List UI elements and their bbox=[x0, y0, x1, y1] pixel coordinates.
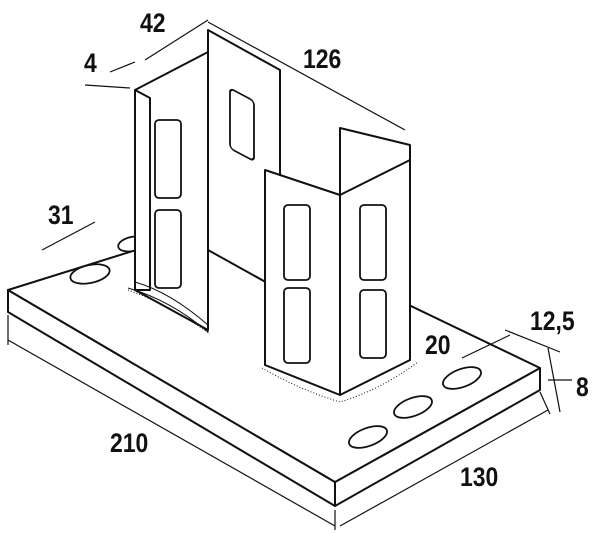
dimension-lines bbox=[7, 19, 572, 530]
dim-hole-diameter: 12,5 bbox=[530, 306, 575, 336]
left-channel-upright bbox=[127, 29, 281, 335]
right-channel-upright bbox=[261, 127, 419, 403]
dim-hole-offset: 31 bbox=[48, 200, 74, 230]
dim-plate-thickness: 8 bbox=[576, 372, 589, 402]
dim-channel-width: 42 bbox=[140, 8, 166, 38]
dim-wall-thickness: 4 bbox=[84, 48, 97, 78]
dim-hole-spacing: 20 bbox=[425, 330, 451, 360]
dim-plate-width: 130 bbox=[460, 462, 499, 492]
dim-channel-height: 126 bbox=[303, 44, 342, 74]
dim-plate-length: 210 bbox=[110, 428, 149, 458]
